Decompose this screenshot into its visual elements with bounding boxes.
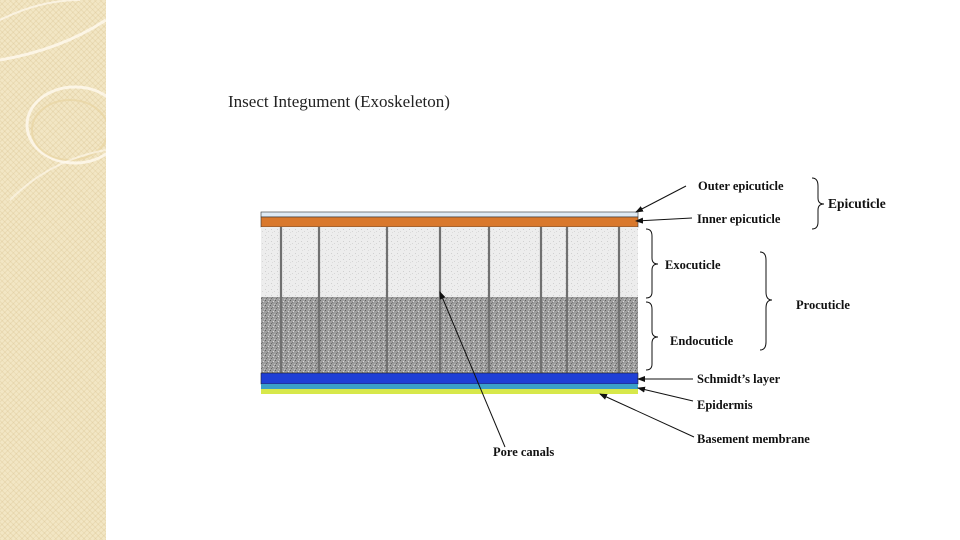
basement-membrane-layer [261,389,638,394]
label-schmidts-layer: Schmidt’s layer [697,372,781,386]
label-exocuticle: Exocuticle [665,258,721,272]
decorative-sidebar [0,0,106,540]
label-arrows [439,185,695,448]
decorative-swirl-graphic [0,0,106,201]
brace-procuticle [759,251,773,351]
endocuticle-layer [261,297,638,373]
label-pore-canals: Pore canals [493,445,554,459]
label-inner-epicuticle: Inner epicuticle [697,212,781,226]
inner-epicuticle-layer [260,216,639,228]
epidermis-layer [261,384,638,389]
pore-canal-lines [279,227,621,373]
label-epicuticle: Epicuticle [828,196,886,211]
brace-endocuticle [645,301,659,371]
label-procuticle: Procuticle [796,298,850,312]
label-endocuticle: Endocuticle [670,334,734,348]
label-outer-epicuticle: Outer epicuticle [698,179,784,193]
brace-epicuticle [811,177,825,230]
slide-title: Insect Integument (Exoskeleton) [228,92,450,111]
label-basement-membrane: Basement membrane [697,432,810,446]
outer-epicuticle-layer [260,211,639,218]
label-epidermis: Epidermis [697,398,753,412]
exocuticle-layer [261,227,638,297]
schmidts-layer [260,372,639,385]
brace-exocuticle [645,228,659,299]
